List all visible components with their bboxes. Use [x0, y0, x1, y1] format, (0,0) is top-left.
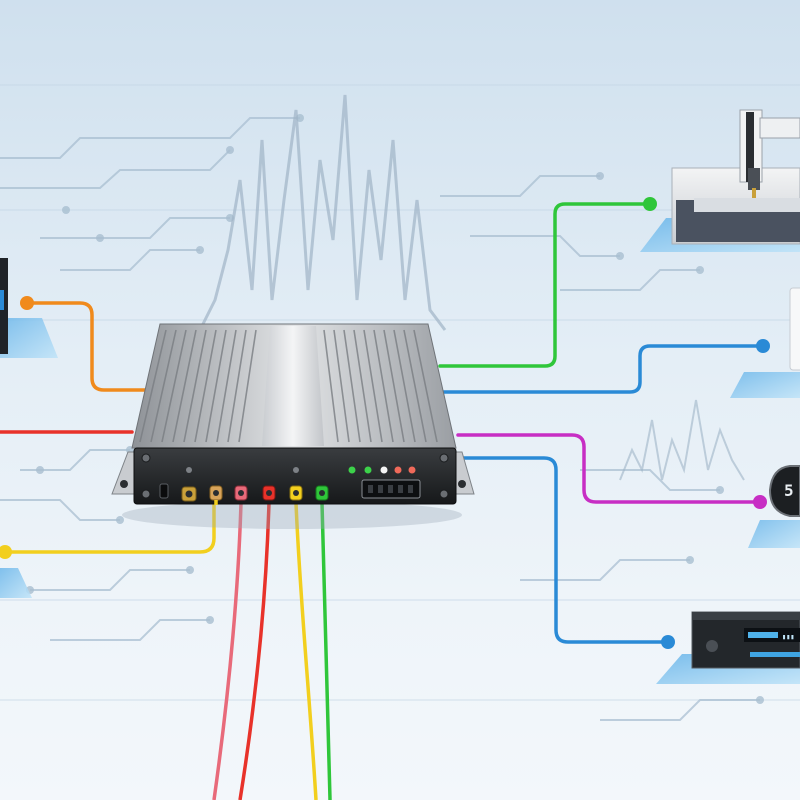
background-circuit-traces [0, 117, 760, 721]
yellow-cable [294, 502, 318, 800]
blue-end-dot-lower [661, 635, 675, 649]
orange-link-line [26, 301, 150, 392]
green-cable [320, 502, 332, 800]
heatsink-center-stripe [262, 326, 324, 446]
terminal-block [361, 479, 421, 499]
led-1 [348, 466, 356, 474]
led-3 [380, 466, 388, 474]
connection-lines [0, 202, 765, 644]
background-waveform [198, 94, 447, 331]
background-grid [0, 84, 800, 701]
meter-readout: 5 [784, 481, 794, 500]
cable-connectors [209, 485, 329, 501]
status-leds [348, 466, 416, 474]
magenta-link-line [456, 433, 762, 504]
status-pinhole [293, 467, 299, 473]
sim-slot [159, 483, 169, 499]
heatsink-fins [139, 329, 438, 443]
led-4 [394, 466, 402, 474]
pink-cable [212, 502, 243, 800]
device-shadow [122, 501, 462, 529]
reset-pinhole [186, 467, 192, 473]
orange-end-dot [20, 296, 34, 310]
front-panel-screws [141, 453, 449, 499]
connection-end-dots [0, 197, 770, 649]
led-5 [408, 466, 416, 474]
receiver-side-readout: ▮▮▮ [782, 633, 795, 641]
led-2 [364, 466, 372, 474]
background-trace-nodes [26, 114, 764, 704]
red-cable [238, 502, 271, 800]
monitor-device [730, 287, 800, 398]
left-bottom-platform [0, 568, 32, 598]
rack-receiver-device: ▮▮▮ [656, 611, 800, 684]
blue-link-line-lower [456, 456, 670, 644]
background-waveform-right [619, 399, 745, 481]
yellow-end-dot [0, 545, 12, 559]
gateway-device [111, 323, 475, 529]
green-link-line [438, 202, 652, 368]
blue-end-dot-upper [756, 339, 770, 353]
cnc-machine-device [640, 109, 800, 252]
antenna-connector-gold [181, 486, 197, 502]
yellow-link-line [3, 500, 216, 554]
blue-link-line-upper [442, 344, 765, 394]
magenta-end-dot [753, 495, 767, 509]
laptop-device [0, 258, 58, 358]
green-end-dot [643, 197, 657, 211]
hanging-cables [212, 502, 332, 800]
round-meter-device: 5 [748, 465, 800, 548]
